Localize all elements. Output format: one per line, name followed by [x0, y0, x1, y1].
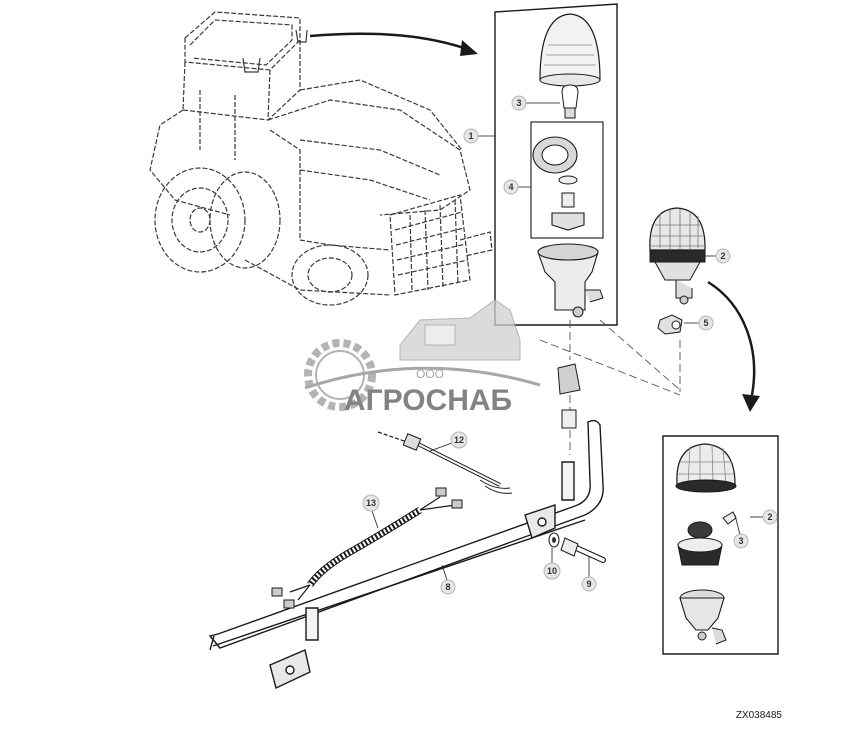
- arrow-to-detail-2: [707, 280, 756, 396]
- svg-text:2: 2: [767, 512, 772, 522]
- leader-12: [429, 442, 453, 452]
- leader-13: [371, 510, 379, 529]
- callout-13: 13: [362, 494, 380, 512]
- watermark-text-ooo: ООО: [416, 367, 444, 381]
- callout-12: 12: [450, 431, 468, 449]
- callout-2: 2: [715, 248, 731, 264]
- callout-3: 3: [511, 95, 527, 111]
- svg-text:4: 4: [508, 182, 513, 192]
- arrow-to-detail: [309, 32, 471, 52]
- svg-text:3: 3: [516, 98, 521, 108]
- clamp-5: [657, 314, 683, 335]
- arrow-head-right: [460, 40, 478, 56]
- svg-text:2: 2: [720, 251, 725, 261]
- bolt-9: [560, 537, 606, 563]
- svg-text:5: 5: [703, 318, 708, 328]
- leader-8: [441, 564, 448, 581]
- machine-illustration: [149, 11, 493, 306]
- svg-text:9: 9: [586, 579, 591, 589]
- callout-4: 4: [503, 179, 519, 195]
- arrow-head-down: [742, 394, 760, 412]
- connector-pieces: [557, 363, 581, 429]
- svg-text:3: 3: [738, 536, 743, 546]
- callout-9: 9: [581, 576, 597, 592]
- callout-3b: 3: [733, 533, 749, 549]
- watermark-logo: ООО АГРОСНАБ: [304, 299, 541, 417]
- callout-2b: 2: [762, 509, 778, 525]
- washer-10: [548, 532, 560, 548]
- watermark-text-company: АГРОСНАБ: [344, 384, 512, 417]
- callout-1: 1: [463, 128, 479, 144]
- callout-5: 5: [698, 315, 714, 331]
- leader-3b: [734, 514, 741, 536]
- svg-text:1: 1: [468, 131, 473, 141]
- detail-panel-2: [662, 435, 779, 655]
- svg-text:10: 10: [547, 566, 557, 576]
- svg-text:12: 12: [454, 435, 464, 445]
- wire-harness-13: [271, 487, 463, 609]
- svg-text:8: 8: [445, 582, 450, 592]
- cable-12: [377, 431, 513, 494]
- callout-8: 8: [440, 579, 456, 595]
- mounting-bar-8: [208, 419, 604, 689]
- beacon-assembly-2: [649, 207, 706, 305]
- callout-10: 10: [543, 562, 561, 580]
- assembly-dashed-lines: [539, 319, 681, 455]
- drawing-id: ZX038485: [736, 710, 783, 721]
- svg-text:13: 13: [366, 498, 376, 508]
- detail-panel-1: [494, 3, 618, 326]
